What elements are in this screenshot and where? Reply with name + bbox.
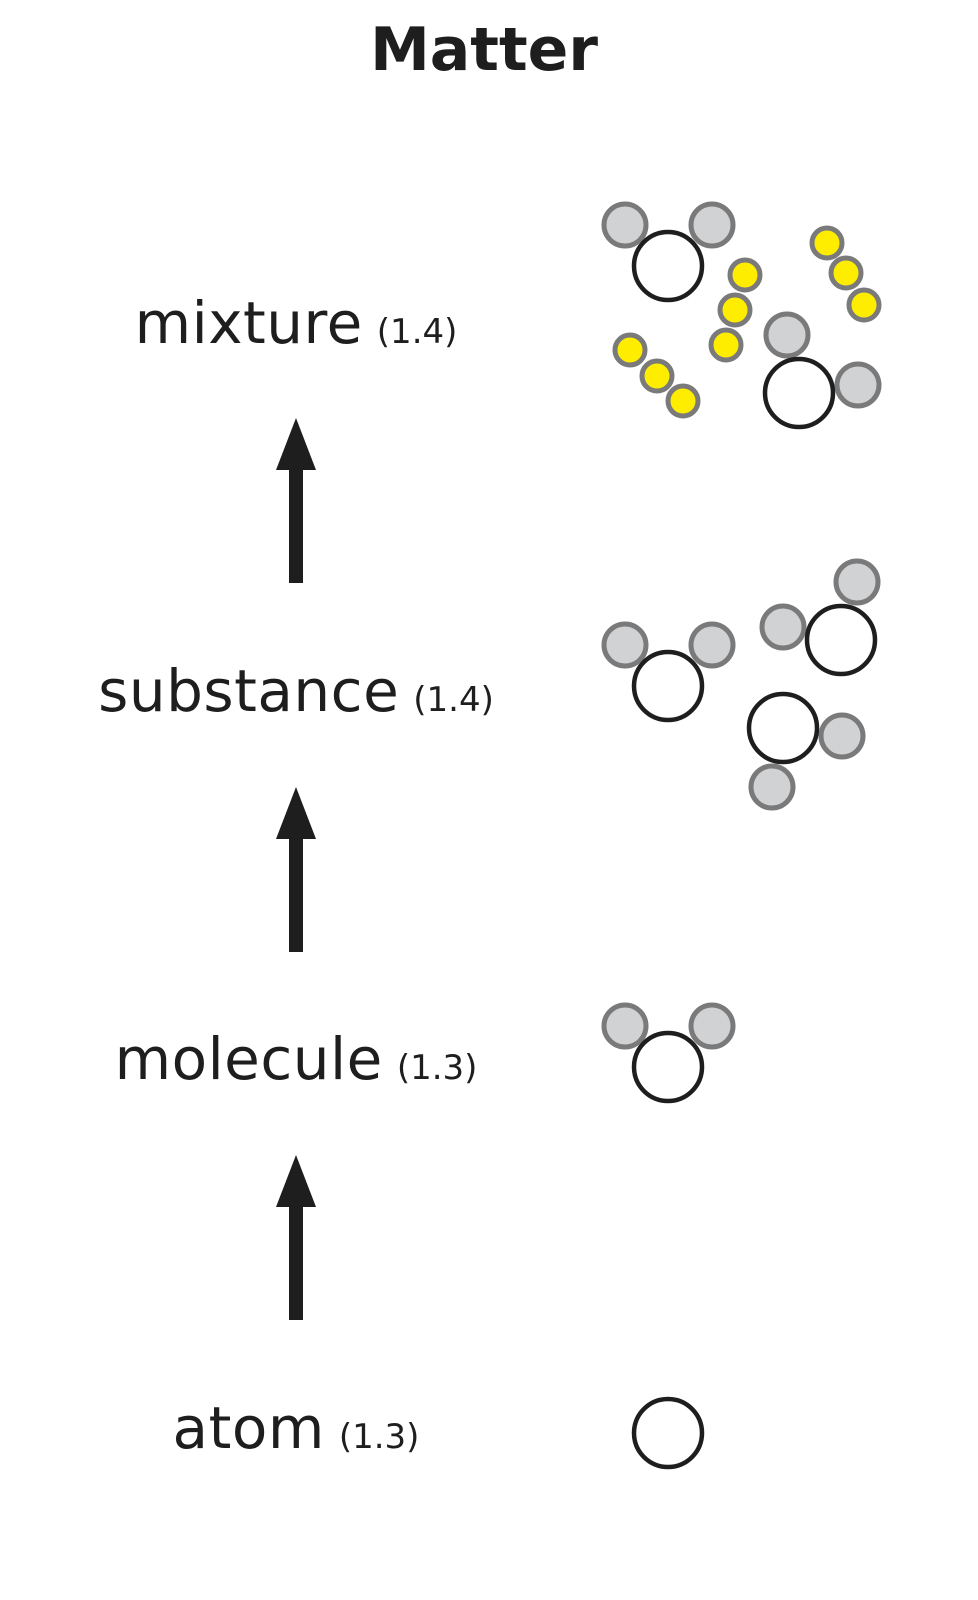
level-molecule: molecule (1.3): [115, 1025, 478, 1093]
level-substance: substance (1.4): [98, 657, 494, 725]
level-atom: atom (1.3): [173, 1394, 420, 1462]
level-name: atom: [173, 1394, 325, 1462]
arrow-up-icon: [276, 787, 316, 952]
arrow-up-icon: [276, 1155, 316, 1320]
level-section: (1.4): [413, 680, 494, 720]
molecule-particle: [601, 1002, 736, 1104]
level-section: (1.4): [377, 312, 458, 352]
substance-particles: [601, 558, 881, 811]
mixture-particles: [601, 201, 882, 430]
diagram-title: Matter: [370, 15, 598, 85]
level-mixture: mixture (1.4): [135, 289, 458, 357]
level-name: substance: [98, 657, 399, 725]
level-name: molecule: [115, 1025, 383, 1093]
level-section: (1.3): [339, 1417, 420, 1457]
atom-particle: [631, 1396, 705, 1470]
level-name: mixture: [135, 289, 363, 357]
level-section: (1.3): [397, 1048, 478, 1088]
arrow-up-icon: [276, 418, 316, 583]
